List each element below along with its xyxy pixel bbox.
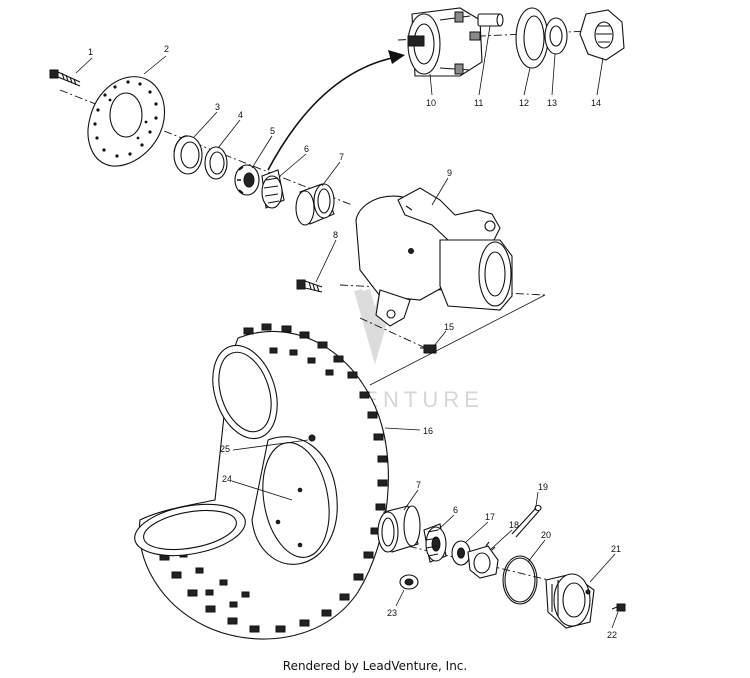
callout: 21 xyxy=(611,544,621,554)
callout: 2 xyxy=(164,44,169,54)
part-1-bolt xyxy=(49,69,81,87)
callout: 20 xyxy=(541,530,551,540)
callout: 19 xyxy=(538,482,548,492)
callout: 8 xyxy=(333,230,338,240)
part-14-nut xyxy=(579,9,625,61)
part-6-lower-bearing xyxy=(423,523,447,563)
callout: 17 xyxy=(485,512,495,522)
part-4-ring xyxy=(204,146,228,180)
callout: 13 xyxy=(547,98,557,108)
part-23-nut xyxy=(399,574,419,590)
reference-arrow xyxy=(267,50,405,171)
callout: 16 xyxy=(423,426,433,436)
callouts: 1 2 3 4 5 6 7 8 9 10 11 12 13 14 15 16 7… xyxy=(88,44,621,640)
callout: 6 xyxy=(304,144,309,154)
callout: 7 xyxy=(416,480,421,490)
callout: 5 xyxy=(270,126,275,136)
callout: 1 xyxy=(88,47,93,57)
part-19-cotter-pin xyxy=(511,504,542,538)
callout: 7 xyxy=(339,152,344,162)
part-8-bolt xyxy=(296,279,323,293)
callout: 15 xyxy=(444,322,454,332)
callout: 11 xyxy=(474,98,483,108)
part-22-screw xyxy=(611,603,626,612)
part-13-cup-washer xyxy=(544,17,568,55)
part-20-o-ring xyxy=(502,555,538,605)
callout: 4 xyxy=(238,110,243,120)
callout: 18 xyxy=(509,520,519,530)
callout: 14 xyxy=(591,98,601,108)
part-12-washer xyxy=(515,7,549,69)
part-21-hub-cap xyxy=(545,573,595,629)
part-7-lower-race xyxy=(377,505,421,553)
part-6-bearing-cone xyxy=(261,169,285,209)
part-2-brake-disc xyxy=(87,76,166,167)
callout: 22 xyxy=(607,630,617,640)
callout: 10 xyxy=(426,98,436,108)
part-11-stud xyxy=(477,13,504,27)
part-18-castle-nut xyxy=(467,541,499,579)
part-9-knuckle xyxy=(355,187,513,327)
part-5-bearing xyxy=(234,164,260,196)
leader-lines xyxy=(75,25,619,629)
part-3-seal xyxy=(173,135,203,175)
part-16-tire xyxy=(134,323,389,640)
callout: 24 xyxy=(222,474,232,484)
part-15-fitting xyxy=(420,344,437,354)
part-10-hub xyxy=(407,7,483,77)
part-17-washer xyxy=(451,540,471,566)
callout: 23 xyxy=(387,608,397,618)
credit-text: Rendered by LeadVenture, Inc. xyxy=(282,659,468,673)
callout: 9 xyxy=(447,168,452,178)
callout: 12 xyxy=(519,98,529,108)
callout: 25 xyxy=(220,444,230,454)
callout: 3 xyxy=(215,102,220,112)
callout: 6 xyxy=(453,505,458,515)
part-7-race xyxy=(295,183,335,226)
